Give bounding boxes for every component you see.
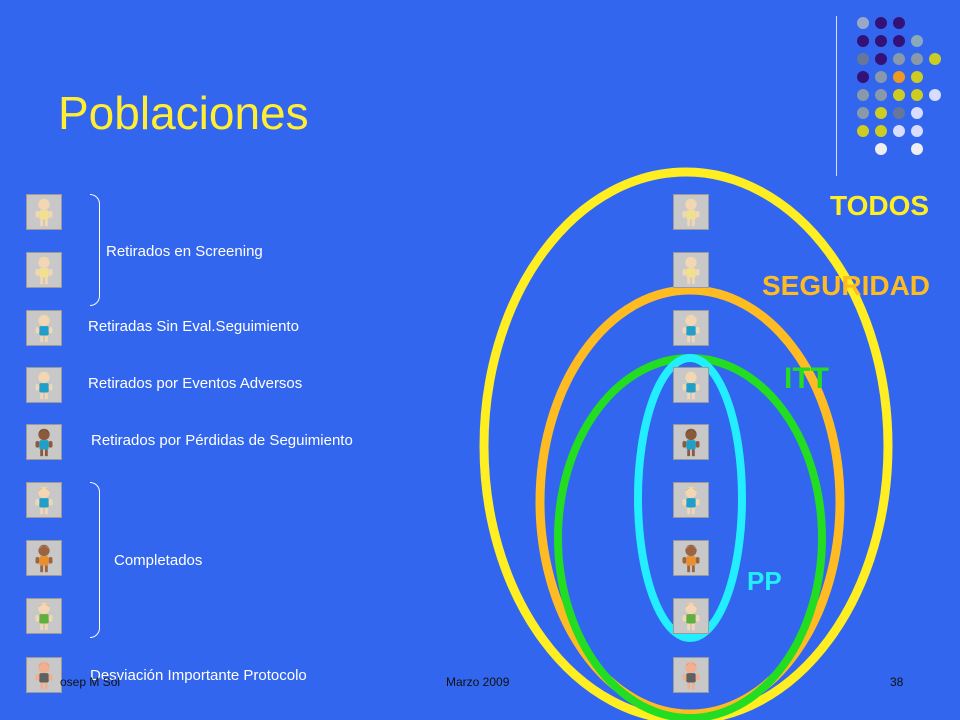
decor-divider: [836, 16, 837, 176]
person-bald-icon: [673, 367, 709, 403]
label-desviacion: Desviación Importante Protocolo: [90, 667, 307, 684]
footer-page-number: 38: [890, 675, 904, 689]
todos-label: TODOS: [830, 190, 930, 221]
person-dark-skin-icon: [26, 540, 62, 576]
footer-date: Marzo 2009: [446, 675, 510, 689]
screening-bracket: [90, 194, 100, 306]
itt-label: ITT: [784, 362, 829, 395]
person-blonde-icon: [26, 252, 62, 288]
person-redhead-arms-icon: [26, 657, 62, 693]
person-redhead-icon: [26, 598, 62, 634]
person-blonde-icon: [26, 194, 62, 230]
person-dark-skin-icon: [673, 540, 709, 576]
person-blonde-icon: [673, 252, 709, 288]
pp-label: PP: [747, 566, 782, 596]
label-completados: Completados: [114, 552, 203, 569]
completados-bracket: [90, 482, 100, 638]
person-brown-hair-icon: [673, 482, 709, 518]
label-screening: Retirados en Screening: [106, 243, 263, 260]
slide-title: Poblaciones: [58, 87, 309, 139]
person-bald-icon: [26, 310, 62, 346]
person-dark-icon: [26, 424, 62, 460]
footer-author: osep M Sol: [60, 675, 121, 689]
label-eventos: Retirados por Eventos Adversos: [88, 375, 303, 392]
person-blonde-icon: [673, 194, 709, 230]
label-perdidas: Retirados por Pérdidas de Seguimiento: [91, 432, 353, 449]
person-dark-icon: [673, 424, 709, 460]
person-brown-hair-icon: [26, 482, 62, 518]
person-redhead-icon: [673, 598, 709, 634]
seguridad-label: SEGURIDAD: [762, 270, 931, 301]
person-bald-icon: [673, 310, 709, 346]
person-bald-icon: [26, 367, 62, 403]
label-sin-eval: Retiradas Sin Eval.Seguimiento: [88, 318, 299, 335]
person-redhead-arms-icon: [673, 657, 709, 693]
